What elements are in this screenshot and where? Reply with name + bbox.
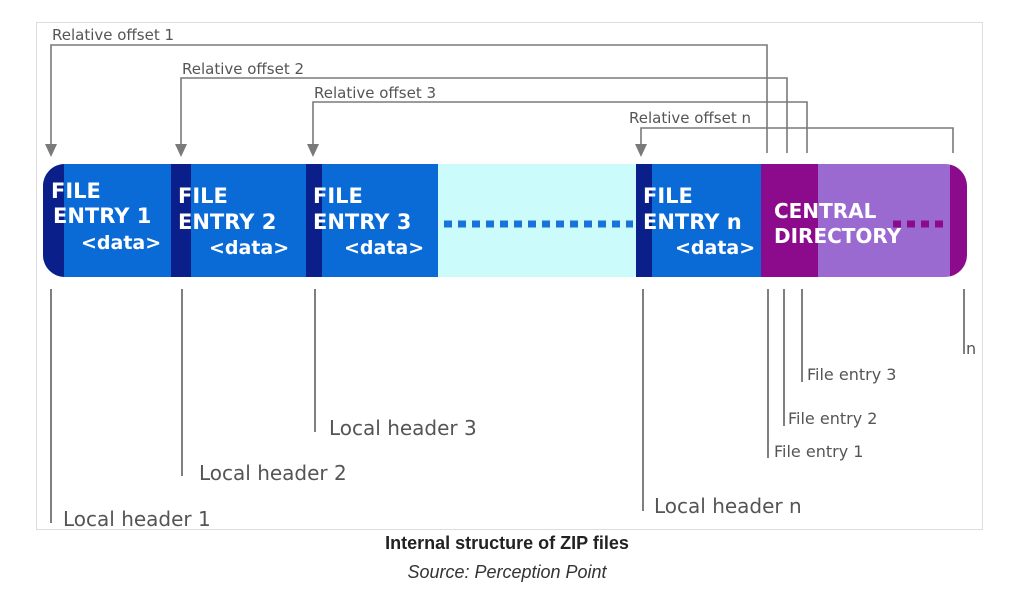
offset-n-connector — [640, 127, 954, 153]
central-directory-text: CENTRAL DIRECTORY — [774, 199, 902, 248]
file-entry-n-line1: FILE — [643, 184, 693, 208]
offset-connectors — [50, 44, 954, 153]
local-header-n-strip — [636, 164, 652, 277]
zip-structure-diagram: FILE ENTRY 1 <data> FILE ENTRY 2 <data> … — [43, 26, 976, 531]
cd-entry-n-label: n — [966, 339, 976, 358]
local-header-1-label: Local header 1 — [63, 507, 211, 531]
caption-source: Source: Perception Point — [407, 562, 607, 582]
offset-1-connector — [50, 44, 768, 153]
offset-2-label: Relative offset 2 — [182, 60, 304, 78]
file-entry-n-line2: ENTRY n — [643, 210, 742, 234]
header-leaders — [50, 289, 644, 523]
cd-leaders — [767, 289, 965, 458]
file-entry-3-line1: FILE — [313, 184, 363, 208]
local-header-2-strip — [171, 164, 191, 277]
file-entry-2-line1: FILE — [178, 184, 228, 208]
gap-segment — [438, 164, 636, 277]
local-header-3-label: Local header 3 — [329, 416, 477, 440]
offset-n-arrow-icon — [635, 144, 647, 157]
header-labels: Local header 1 Local header 2 Local head… — [63, 416, 802, 531]
offset-1-arrow-icon — [45, 144, 57, 157]
file-entry-2-line3: <data> — [209, 237, 289, 259]
entries-1-3-segment — [43, 164, 438, 277]
local-header-3-strip — [306, 164, 322, 277]
local-header-1-strip — [43, 164, 64, 277]
file-entry-n-text: FILE ENTRY n <data> — [643, 184, 755, 259]
cd-entry-3-label: File entry 3 — [807, 365, 896, 384]
central-directory-end-segment — [950, 164, 967, 277]
offset-n-label: Relative offset n — [629, 109, 751, 127]
offset-labels: Relative offset 1 Relative offset 2 Rela… — [52, 26, 751, 127]
file-entry-3-line3: <data> — [344, 237, 424, 259]
central-directory-line2: DIRECTORY — [774, 224, 902, 248]
entry-n-segment — [636, 164, 761, 277]
file-entry-3-text: FILE ENTRY 3 <data> — [313, 184, 424, 259]
local-header-n-label: Local header n — [654, 494, 802, 518]
file-entry-1-line3: <data> — [81, 232, 161, 254]
local-header-2-label: Local header 2 — [199, 461, 347, 485]
caption-title: Internal structure of ZIP files — [385, 533, 629, 553]
file-entry-n-line3: <data> — [675, 237, 755, 259]
file-entry-3-line2: ENTRY 3 — [313, 210, 411, 234]
file-entry-1-text: FILE ENTRY 1 <data> — [51, 179, 161, 254]
offset-1-label: Relative offset 1 — [52, 26, 174, 44]
cd-entry-2-label: File entry 2 — [788, 409, 877, 428]
zip-structure-figure: FILE ENTRY 1 <data> FILE ENTRY 2 <data> … — [36, 22, 983, 531]
cd-labels: File entry 1 File entry 2 File entry 3 n — [774, 339, 976, 461]
central-directory-start-segment — [761, 164, 818, 277]
file-entry-2-text: FILE ENTRY 2 <data> — [178, 184, 289, 259]
central-directory-line1: CENTRAL — [774, 199, 877, 223]
offset-2-arrow-icon — [175, 144, 187, 157]
offset-3-label: Relative offset 3 — [314, 84, 436, 102]
offset-2-connector — [180, 77, 788, 153]
file-entry-2-line2: ENTRY 2 — [178, 210, 276, 234]
file-entry-1-line1: FILE — [51, 179, 101, 203]
file-entry-1-line2: ENTRY 1 — [53, 204, 151, 228]
cd-entry-1-label: File entry 1 — [774, 442, 863, 461]
offset-3-arrow-icon — [307, 144, 319, 157]
offset-arrowheads — [45, 144, 647, 157]
